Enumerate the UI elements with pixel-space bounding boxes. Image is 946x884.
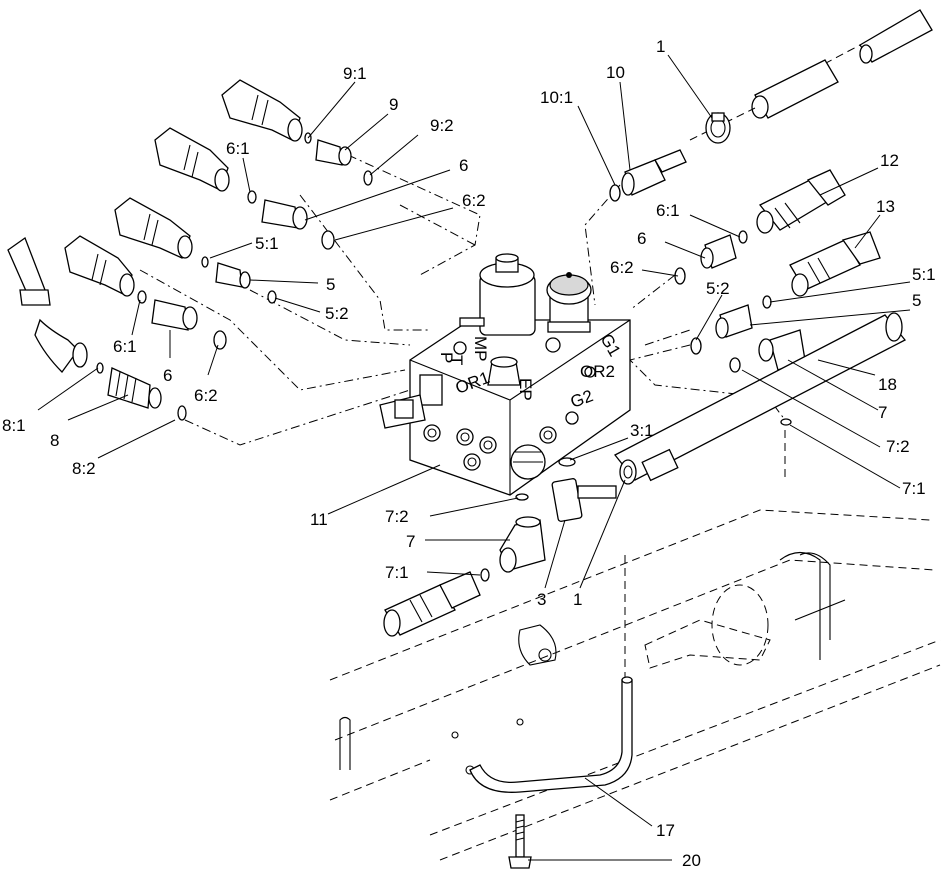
hose-end-row-8 <box>7 236 187 421</box>
hose-end-part-12 <box>674 169 846 285</box>
hose-end-row-5-left <box>114 197 277 304</box>
marking-p: P <box>437 352 456 363</box>
callout-6-2-right: 6:2 <box>610 258 634 277</box>
marking-or2: OR2 <box>580 362 615 381</box>
callout-7-1-right: 7:1 <box>902 479 926 498</box>
callout-5-1-left: 5:1 <box>255 234 279 253</box>
callout-7-2-low: 7:2 <box>385 507 409 526</box>
callout-5-2-right: 5:2 <box>706 279 730 298</box>
callout-1-low: 1 <box>573 590 582 609</box>
hose-end-lower <box>383 571 481 637</box>
hose-end-part-13 <box>690 231 881 355</box>
callout-10-1: 10:1 <box>540 88 573 107</box>
callout-5-2-left: 5:2 <box>325 304 349 323</box>
callout-7-2-right: 7:2 <box>886 437 910 456</box>
callout-9: 9 <box>389 95 398 114</box>
callout-6-1-left: 6:1 <box>226 139 250 158</box>
callout-5-1-right: 5:1 <box>912 265 936 284</box>
u-bracket-part-17 <box>469 676 633 793</box>
callout-3-1: 3:1 <box>630 421 654 440</box>
callout-6-1-low: 6:1 <box>113 337 137 356</box>
callout-3: 3 <box>537 590 546 609</box>
callout-6-low: 6 <box>163 366 172 385</box>
callout-6-2-low: 6:2 <box>194 386 218 405</box>
callout-18: 18 <box>878 375 897 394</box>
marking-mp: MP <box>471 336 490 362</box>
clamp-part-1-lower <box>619 448 679 485</box>
tube-part-18-upper <box>689 9 933 141</box>
callout-8-1: 8:1 <box>2 416 26 435</box>
marking-t: T <box>447 355 466 365</box>
leader-lines <box>37 54 911 861</box>
callout-6-top: 6 <box>459 156 468 175</box>
clamp-part-1-upper <box>705 112 731 144</box>
callout-9-1: 9:1 <box>343 64 367 83</box>
hose-end-row-6-low <box>64 235 227 350</box>
callout-13: 13 <box>876 197 895 216</box>
hose-routing-lines <box>139 154 786 446</box>
callout-7-1-low: 7:1 <box>385 563 409 582</box>
callout-10: 10 <box>606 63 625 82</box>
callout-8-2: 8:2 <box>72 459 96 478</box>
callout-7-right: 7 <box>878 403 887 422</box>
callout-labels: 9:1 9 9:2 6:1 6 6:2 5:1 5 5:2 6:1 6 6:2 … <box>2 37 936 870</box>
callout-6-2-top: 6:2 <box>462 191 486 210</box>
callout-5-right: 5 <box>912 291 921 310</box>
valve-manifold-part-11: OR1 OR2 EP G2 G1 MP P T <box>379 319 631 496</box>
callout-12: 12 <box>880 151 899 170</box>
solenoid-coil <box>459 253 536 336</box>
callout-11: 11 <box>310 510 328 529</box>
callout-9-2: 9:2 <box>430 116 454 135</box>
fitting-part-3 <box>551 457 617 522</box>
marking-ep: EP <box>516 378 535 401</box>
elbow-part-7-right <box>729 329 806 373</box>
adjustment-knob <box>546 272 592 333</box>
fitting-part-10 <box>609 149 687 202</box>
frame-rail <box>329 430 941 861</box>
callout-6-right: 6 <box>637 229 646 248</box>
callout-6-1-right: 6:1 <box>656 201 680 220</box>
callout-17: 17 <box>656 821 675 840</box>
callout-20: 20 <box>682 851 701 870</box>
bolt-part-20 <box>508 814 532 869</box>
callout-5-left: 5 <box>326 275 335 294</box>
callout-8: 8 <box>50 431 59 450</box>
callout-7-low: 7 <box>406 532 415 551</box>
elbow-part-7-lower <box>480 493 546 582</box>
hose-end-row-9 <box>221 79 373 186</box>
callout-1-top: 1 <box>656 37 665 56</box>
hose-end-row-6-top <box>154 127 335 250</box>
